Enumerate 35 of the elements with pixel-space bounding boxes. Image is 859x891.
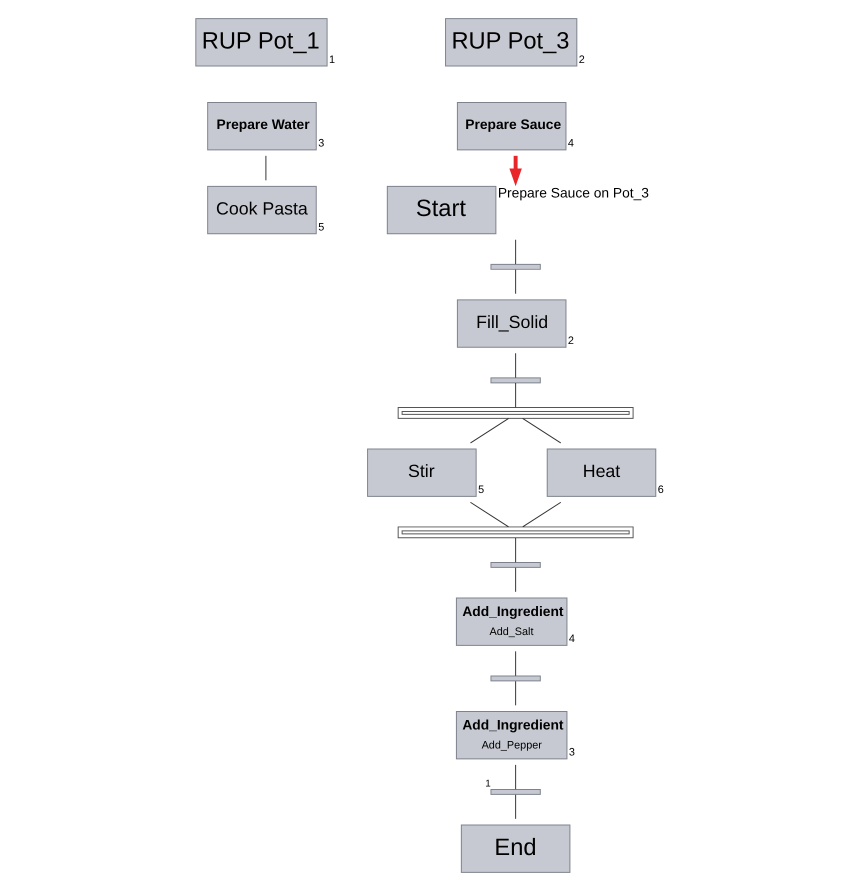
connector	[264, 155, 266, 181]
node-label: 4	[568, 633, 574, 646]
connector	[469, 418, 509, 444]
node-label: 6	[657, 484, 664, 496]
connector	[514, 764, 516, 790]
node-label: 4	[567, 138, 574, 150]
node-bar	[490, 675, 540, 682]
connector	[514, 680, 516, 706]
connector	[514, 650, 516, 676]
connector	[514, 567, 516, 592]
connector	[514, 269, 516, 294]
node-bar	[397, 526, 634, 538]
node-label: 5	[478, 484, 484, 496]
connector	[514, 352, 516, 378]
node-label: 2	[567, 335, 574, 348]
arrow	[508, 156, 522, 186]
node-bar	[490, 264, 540, 270]
connector	[469, 502, 509, 528]
node-label: 1	[328, 54, 335, 66]
node-label: 3	[318, 138, 324, 150]
connector	[522, 502, 561, 528]
node-label: 3	[568, 746, 574, 759]
node-bar	[490, 789, 540, 795]
node-label: 2	[578, 54, 584, 66]
connector	[514, 382, 516, 408]
node-label: 1	[484, 778, 490, 790]
node-label: 5	[318, 222, 324, 234]
connector	[514, 239, 516, 265]
node-bar	[490, 562, 540, 568]
connector	[514, 794, 516, 820]
node-label: Prepare Sauce on Pot_3	[497, 184, 648, 200]
node-bar	[397, 407, 634, 419]
node-bar	[490, 377, 540, 384]
connector	[514, 537, 516, 563]
connector	[522, 418, 561, 444]
